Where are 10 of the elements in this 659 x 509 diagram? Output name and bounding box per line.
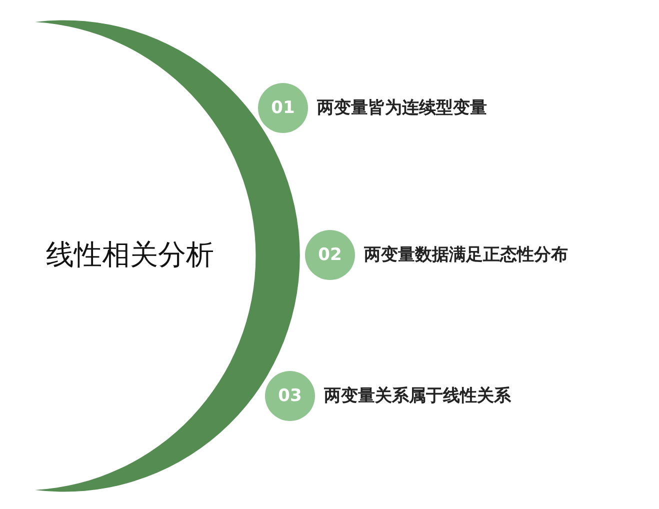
number-circle (258, 83, 308, 133)
number-circle (265, 371, 315, 421)
title: 线性相关分析 (46, 237, 214, 273)
step-description: 两变量皆为连续型变量 (317, 97, 487, 119)
step-description: 两变量关系属于线性关系 (324, 385, 511, 407)
step-description: 两变量数据满足正态性分布 (364, 244, 568, 266)
step-number: 01 (271, 98, 295, 118)
step-number: 03 (278, 386, 302, 406)
step-number: 02 (318, 245, 342, 265)
number-circle (305, 230, 355, 280)
